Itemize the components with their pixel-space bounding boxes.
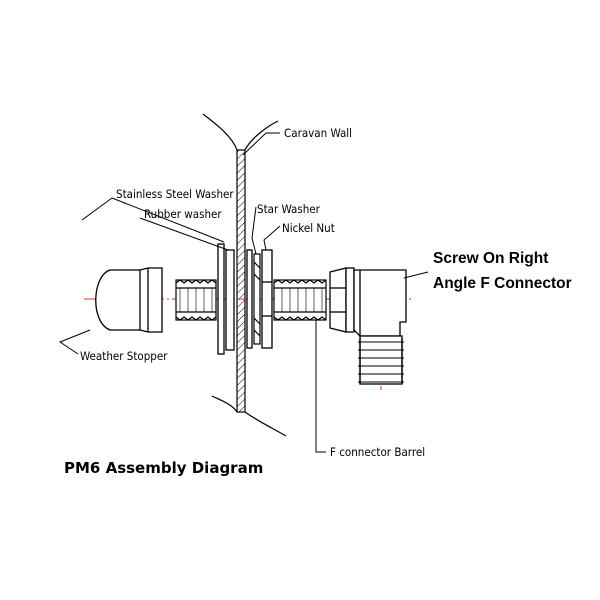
label-screw-on-line2: Angle F Connector [433,275,572,292]
leader-lines [58,132,429,453]
label-stainless-steel-washer: Stainless Steel Washer [116,187,234,201]
label-nickel-nut: Nickel Nut [282,221,335,235]
star-washer [253,253,261,345]
rubber-washer [225,249,235,351]
nickel-nut [261,249,273,349]
label-caravan-wall: Caravan Wall [284,126,352,140]
label-rubber-washer: Rubber washer [144,207,222,221]
weather-stopper [95,267,163,333]
stainless-steel-washer-right [246,249,253,349]
label-f-connector-barrel: F connector Barrel [330,445,425,459]
caravan-wall [202,113,287,437]
stainless-steel-washer-left [217,243,225,355]
label-weather-stopper: Weather Stopper [80,349,168,363]
diagram-title: PM6 Assembly Diagram [64,459,263,477]
label-screw-on-line1: Screw On Right [433,250,548,267]
right-angle-f-connector [329,267,407,385]
threaded-shaft-left [175,279,217,321]
label-star-washer: Star Washer [257,202,321,216]
f-connector-barrel [273,279,327,321]
